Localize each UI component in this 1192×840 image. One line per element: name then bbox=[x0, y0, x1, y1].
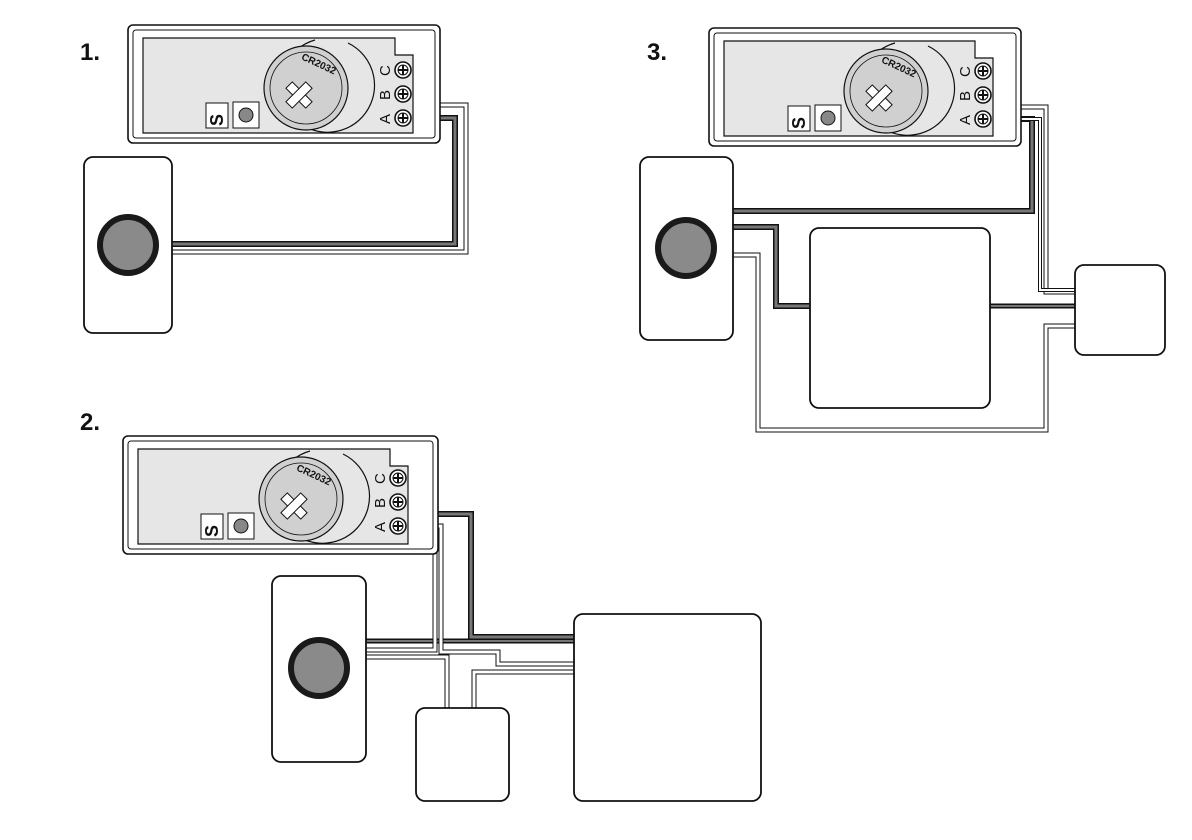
screw-terminal-icon bbox=[390, 494, 406, 510]
transmitter-module: CR2032 S C B A bbox=[123, 436, 438, 554]
terminal-label-c: C bbox=[957, 66, 974, 77]
terminal-label-a: A bbox=[377, 114, 394, 124]
terminal-label-c: C bbox=[377, 65, 394, 76]
terminal-label-b: B bbox=[377, 90, 394, 100]
terminal-label-a: A bbox=[372, 522, 389, 532]
screw-terminal-icon bbox=[975, 111, 991, 127]
terminal-label-a: A bbox=[957, 115, 974, 125]
small-box bbox=[416, 708, 509, 801]
push-button-unit bbox=[640, 157, 733, 340]
step-3-diagram: CR2032 S C B A bbox=[640, 28, 1165, 430]
push-button-icon[interactable] bbox=[100, 217, 156, 273]
transmitter-module: CR2032 S C B A bbox=[128, 25, 440, 143]
step-label-1: 1. bbox=[80, 39, 100, 66]
screw-terminal-icon bbox=[395, 86, 411, 102]
screw-terminal-icon bbox=[975, 87, 991, 103]
large-box bbox=[574, 614, 761, 801]
switch-label: S bbox=[202, 525, 222, 537]
step-2-diagram: CR2032 S C B A bbox=[123, 436, 761, 801]
terminal-label-b: B bbox=[372, 498, 389, 508]
large-box bbox=[810, 228, 990, 408]
screw-terminal-icon bbox=[395, 110, 411, 126]
screw-terminal-icon bbox=[390, 518, 406, 534]
step-label-3: 3. bbox=[647, 39, 667, 66]
push-button-icon[interactable] bbox=[291, 640, 347, 696]
small-box bbox=[1075, 265, 1165, 355]
step-label-2: 2. bbox=[80, 409, 100, 436]
terminal-label-c: C bbox=[372, 473, 389, 484]
push-button-unit bbox=[84, 157, 172, 333]
screw-terminal-icon bbox=[395, 62, 411, 78]
step-1-diagram: CR2032 S C B A bbox=[84, 25, 466, 333]
push-button-icon[interactable] bbox=[658, 220, 714, 276]
transmitter-module: CR2032 S C B A bbox=[709, 28, 1021, 146]
push-button-unit bbox=[272, 576, 366, 762]
screw-terminal-icon bbox=[975, 63, 991, 79]
terminal-label-b: B bbox=[957, 91, 974, 101]
switch-label: S bbox=[207, 114, 227, 126]
switch-label: S bbox=[789, 117, 809, 129]
screw-terminal-icon bbox=[390, 470, 406, 486]
